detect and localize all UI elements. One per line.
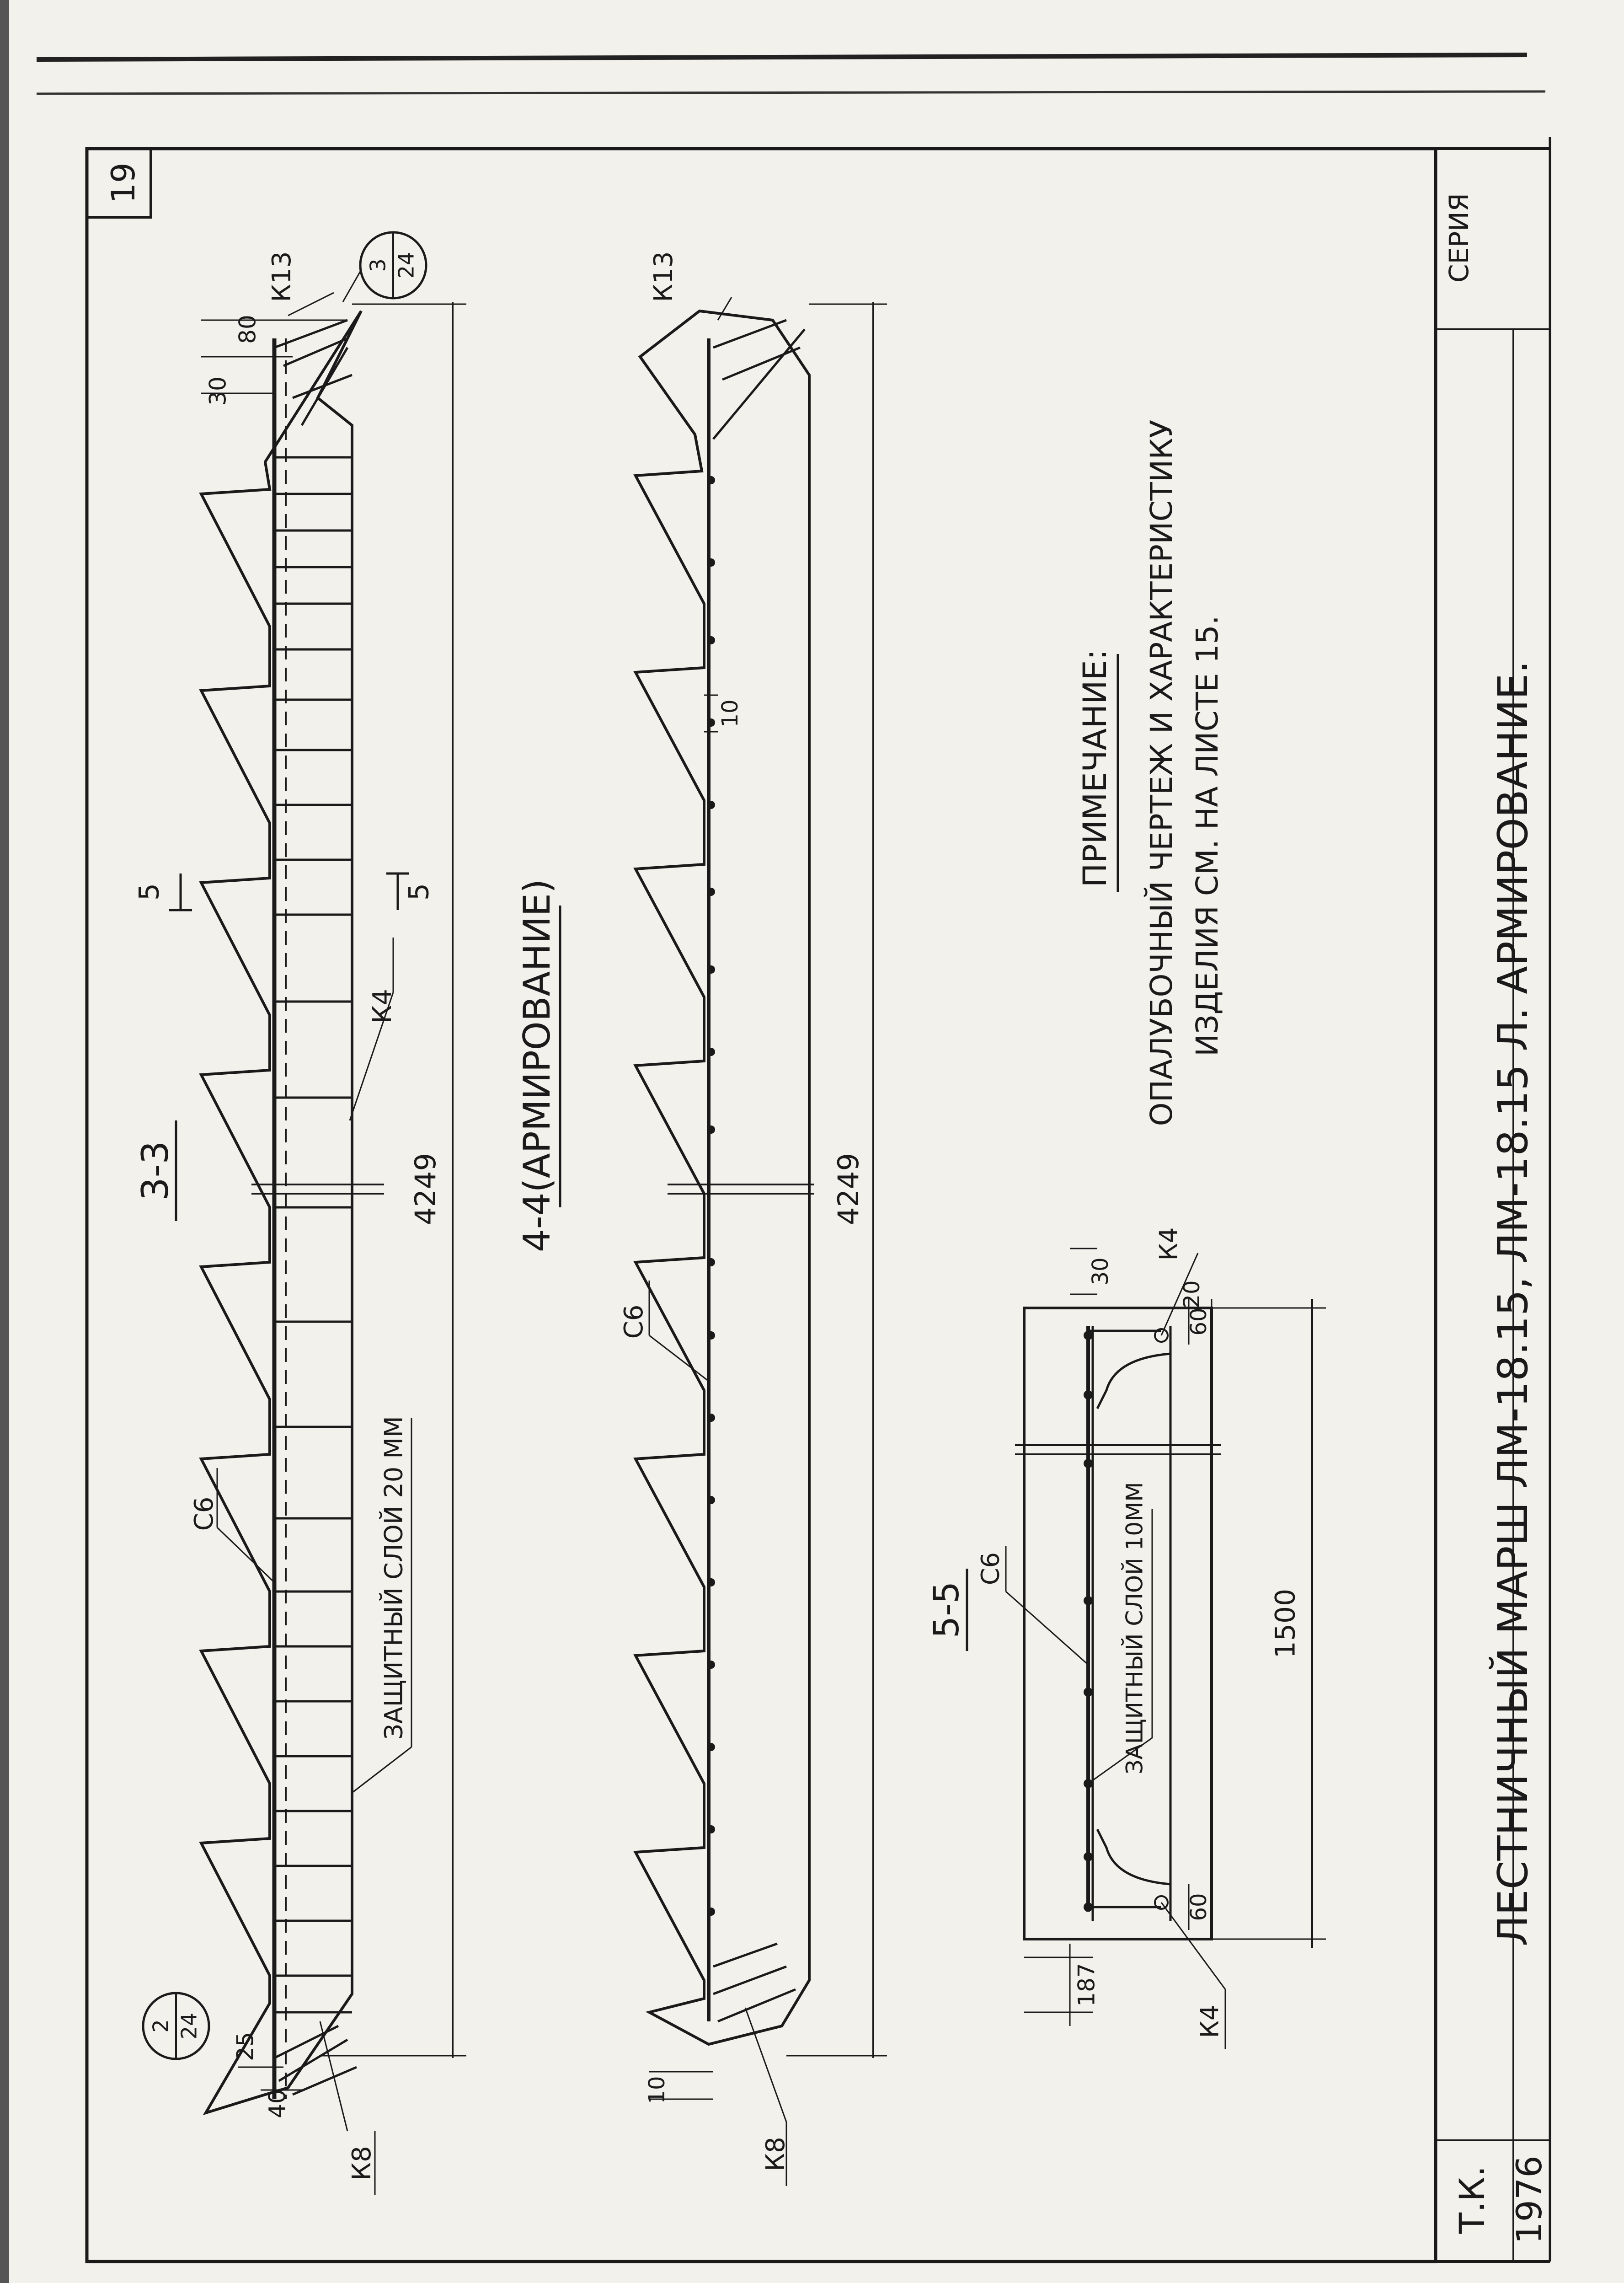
leader-cover-3-3 [352,1746,412,1794]
leader-cover-5-5 [1088,1737,1153,1785]
leader-k4-top-5-5 [1160,1253,1199,1336]
callout-top-num: 3 [366,258,390,272]
label-k8-3-3: К8 [347,2146,377,2180]
end-detail-top-4-4 [712,319,806,440]
dim-60-bottom: 60 [1186,1893,1212,1921]
leader-c6-3-3 [216,1527,275,1583]
top-rule [36,90,1546,95]
dim-10-end-ticks [649,2071,713,2100]
dim-30-lines [1070,1248,1097,1295]
label-c6-3-3: С6 [189,1497,219,1531]
section-3-3: 4249 3-3 5 5 80 30 25 40 К13 К4 С6 ЗАЩИТ… [134,231,466,2195]
callout-circle-top [359,231,427,300]
cover-note-3-3: ЗАЩИТНЫЙ СЛОЙ 20 ММ [379,1416,408,1739]
section-5-5: 1500 60 60 30 20 187 К4 К4 С6 ЗАЩИТНЫЙ С… [926,1227,1326,2049]
label-k13-4-4: К13 [649,251,678,302]
stirrups-k4 [274,456,352,2014]
year-label: 1976 [1509,2155,1549,2244]
dim-60-top-lines [1188,1299,1213,1345]
cover-note-5-5: ЗАЩИТНЫЙ СЛОЙ 10ММ [1121,1482,1148,1774]
stair-4-4-outline [633,309,811,2046]
scan-edge [0,0,9,2283]
note-line-1: ОПАЛУБОЧНЫЙ ЧЕРТЕЖ И ХАРАКТЕРИСТИКУ [1143,420,1179,1126]
cut-mark-5-bottom [386,872,409,910]
small-dim-lines-top [201,319,347,394]
dim-40: 40 [264,2089,291,2118]
small-dim-lines-bottom [238,2066,302,2091]
dim-60-top: 60 [1186,1308,1212,1335]
label-c6-5-5: С6 [976,1552,1005,1585]
label-k8-4-4: К8 [761,2137,791,2171]
dim-80: 80 [235,315,261,344]
dim-30-5-5: 30 [1088,1257,1113,1285]
cross-section-5-5-ribs [1091,1326,1172,1921]
bar-k4-top [1154,1328,1169,1343]
end-detail-bottom-4-4 [713,1942,796,2023]
callout-bottom-den: 24 [177,2013,202,2040]
dim-60-bottom-lines [1188,1884,1213,1930]
bars-5-5 [1084,1331,1093,1912]
label-k13-3-3: К13 [267,251,297,302]
dim-10-mid-ticks [704,694,718,733]
rib-fillet-bottom [1096,1828,1171,1886]
end-detail-bottom-3-3 [273,2025,357,2096]
callout-top-den: 24 [394,252,419,279]
leader-k8-3-3 [319,2021,348,2132]
leader-c6-5-5 [1005,1591,1089,1666]
dim-length-3-3: 4249 [409,1153,442,1225]
stair-3-3-outline [199,310,363,2116]
leader-k8-4-4 [744,2007,787,2122]
dim-length-4-4: 4249 [832,1153,865,1225]
section-3-3-title: 3-3 [134,1141,176,1201]
label-k4-top-5-5: К4 [1154,1227,1183,1261]
cut-label-5-top: 5 [134,883,166,900]
note-heading: ПРИМЕЧАНИЕ: [1076,649,1114,888]
leader-c6-4-4 [649,1334,709,1382]
cut-mark-5-top [169,874,192,911]
label-k4-3-3: К4 [368,989,397,1023]
dim-1500: 1500 [1270,1589,1302,1659]
org-label: Т.К. [1452,2166,1492,2235]
cut-label-5-bottom: 5 [403,883,435,900]
sheet-number: 19 [105,162,142,203]
main-title: ЛЕСТНИЧНЫЙ МАРШ ЛМ-18.15, ЛМ-18.15 Л. АР… [1488,660,1537,1946]
stirrups-k4-5-5 [1088,1329,1161,1908]
section-5-5-title: 5-5 [926,1581,967,1638]
label-k4-bottom-5-5: К4 [1196,2005,1224,2038]
series-label: СЕРИЯ [1443,193,1474,283]
bar-k4-bottom [1154,1895,1169,1910]
longitudinal-bars-dots [707,476,715,1916]
section-4-4-title: 4-4(АРМИРОВАНИЕ) [516,879,558,1252]
callout-circle-bottom [142,1992,210,2060]
end-detail-top-3-3 [274,319,353,426]
leader-k13-4-4 [717,297,732,321]
leader-k4-3-3 [349,992,394,1121]
dim-25: 25 [232,2032,259,2061]
dim-10-mid-4-4: 10 [717,699,743,727]
cross-section-5-5-outline [1023,1307,1213,1940]
leader-k13-3-3 [288,292,334,316]
leader-k4-bottom-5-5 [1160,1902,1226,1990]
section-4-4: 4249 10 10 4-4(АРМИРОВАНИЕ) К13 С6 К8 [516,251,887,2186]
rib-fillet-top [1096,1352,1171,1409]
sheet-number-box [85,147,152,219]
dim-187-lines [1024,1944,1093,2026]
dim-187: 187 [1074,1963,1100,2006]
note-block: ПРИМЕЧАНИЕ: ОПАЛУБОЧНЫЙ ЧЕРТЕЖ И ХАРАКТЕ… [1076,420,1225,1126]
callout-top-leader [342,269,362,302]
dim-30: 30 [205,376,231,406]
top-binding-line [36,53,1528,62]
callout-bottom-num: 2 [149,2019,173,2032]
label-c6-4-4: С6 [619,1305,649,1339]
drawing-frame [85,147,1437,2263]
dim-20-5-5: 20 [1179,1280,1205,1308]
note-line-2: ИЗДЕЛИЯ СМ. НА ЛИСТЕ 15. [1190,615,1225,1056]
